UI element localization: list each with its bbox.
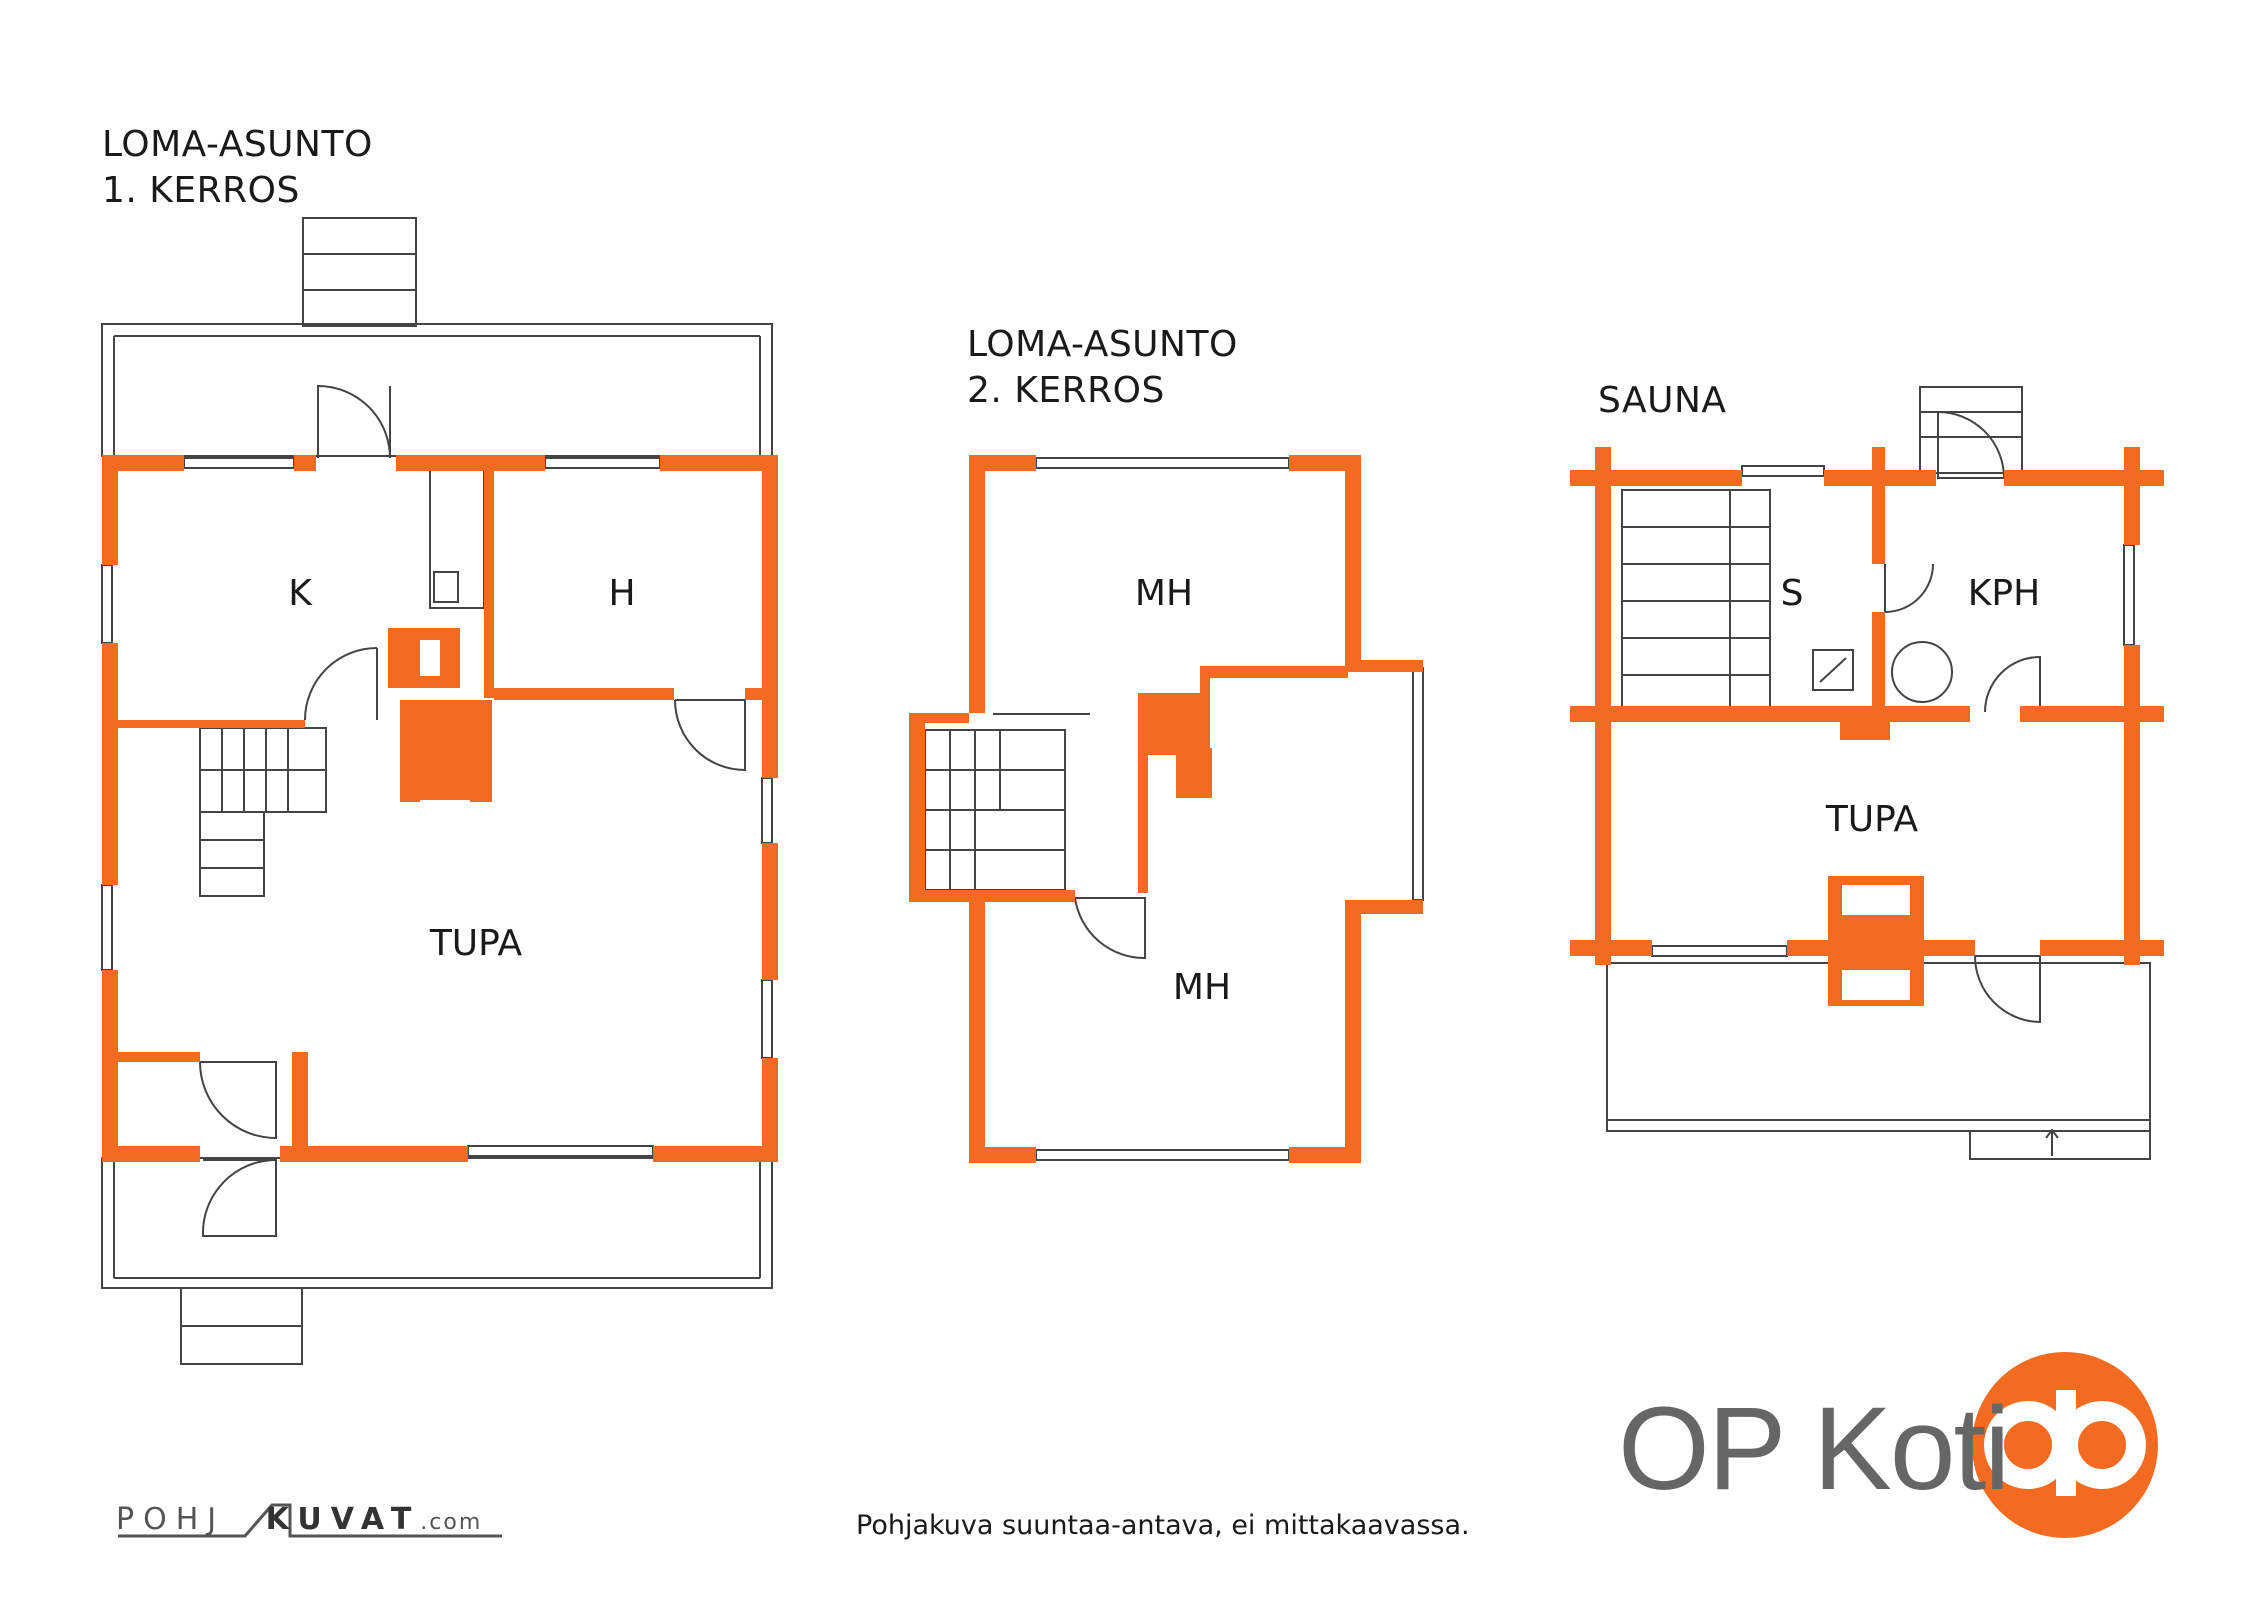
room-label-kitchen: K (288, 573, 312, 614)
floor1-wall-right (762, 455, 778, 778)
room-label-living: TUPA (429, 923, 523, 964)
credit-part-a: POHJ (116, 1502, 226, 1537)
floor2-heading: LOMA-ASUNTO 2. KERROS (967, 322, 1238, 414)
room-label-upper-bedroom: MH (1134, 573, 1194, 614)
floor1-bottom-porch (101, 1157, 773, 1289)
sauna-top-steps (1919, 386, 2023, 474)
sauna-heading: SAUNA (1598, 380, 1727, 421)
brand-name: OP Koti (1618, 1383, 2010, 1515)
room-label-sauna-living: TUPA (1825, 799, 1919, 840)
floor2-heading-line2: 2. KERROS (967, 370, 1165, 411)
room-label-bathroom: KPH (1967, 573, 2041, 614)
floor1-wall-top-left (102, 455, 184, 471)
credit-part-b: KUVAT (265, 1502, 421, 1537)
floor1-heading-line1: LOMA-ASUNTO (102, 124, 373, 165)
floor1-top-steps (302, 217, 417, 327)
floor1-wall-left (102, 455, 118, 565)
floor1-heading: LOMA-ASUNTO 1. KERROS (102, 122, 373, 214)
floor2-heading-line1: LOMA-ASUNTO (967, 324, 1238, 365)
walls (102, 447, 2164, 1163)
floor1-heading-line2: 1. KERROS (102, 170, 300, 211)
room-label-bedroom: H (608, 573, 636, 614)
op-logo-icon (1972, 1352, 2158, 1538)
floor1-top-porch (101, 323, 773, 457)
room-label-lower-bedroom: MH (1172, 967, 1232, 1008)
disclaimer-text: Pohjakuva suuntaa-antava, ei mittakaavas… (856, 1510, 1470, 1541)
credit-logo: POHJ KUVAT.com (116, 1502, 482, 1537)
credit-part-c: .com (420, 1510, 483, 1535)
room-label-sauna: S (1780, 573, 1804, 614)
floor1-wall-bottom (102, 1146, 200, 1162)
